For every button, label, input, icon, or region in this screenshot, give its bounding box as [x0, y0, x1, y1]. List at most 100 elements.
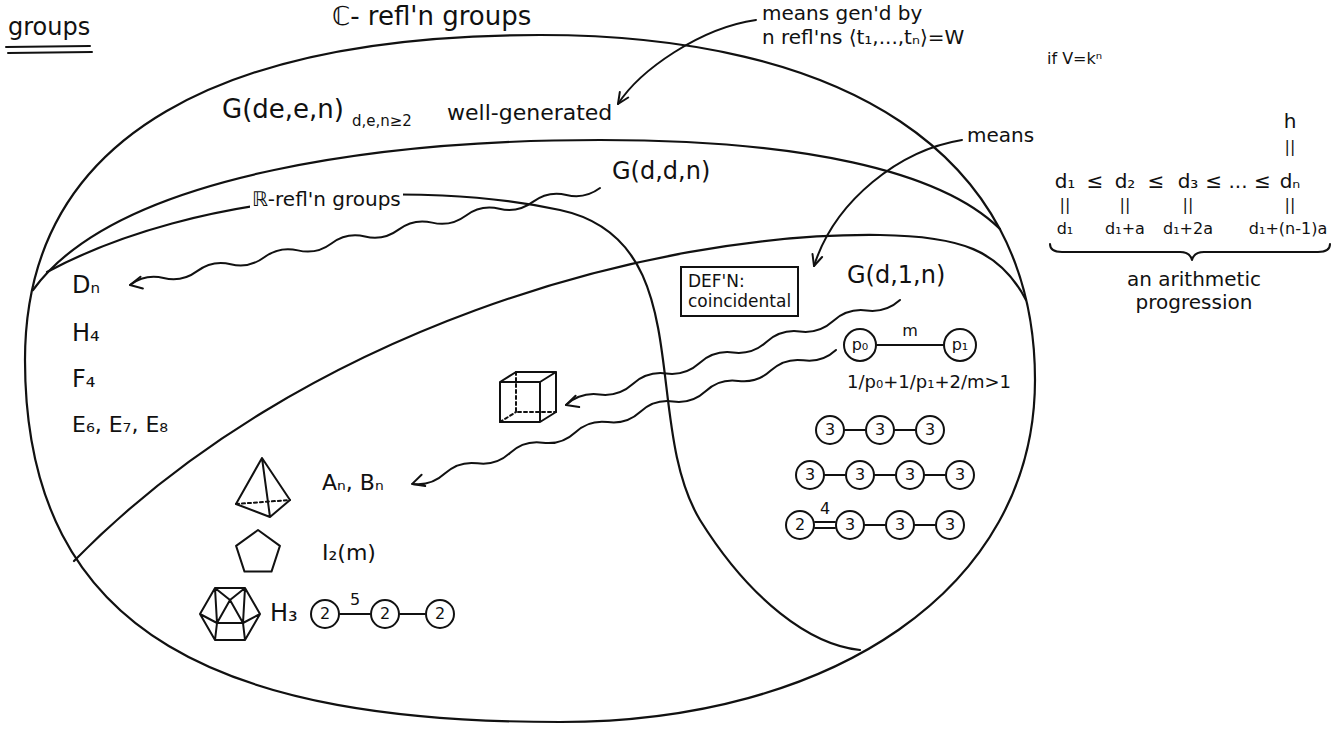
- coxeter-node: 3: [885, 510, 915, 540]
- annotation: d₁+a: [1103, 220, 1147, 238]
- coxeter-edge: [877, 344, 943, 346]
- coxeter-node: 2: [370, 599, 400, 629]
- region-item: I₂(m): [320, 540, 378, 565]
- node-label: 2: [380, 606, 390, 622]
- coxeter-edge: [825, 474, 845, 476]
- annotation: an arithmetic progression: [1097, 268, 1291, 314]
- definition-label: DEF'N: coincidental: [688, 271, 791, 312]
- node-label: 3: [825, 422, 835, 438]
- annotation: h: [1282, 110, 1299, 133]
- region-outline: [25, 95, 1035, 730]
- set-region: well-generatedG(d,d,n)ℝ-refl'n groupsDₙH…: [25, 95, 1035, 730]
- tetrahedron-figure: [236, 458, 290, 517]
- edge-label: m: [900, 322, 920, 340]
- coxeter-node: 2: [310, 599, 340, 629]
- region-outline: [40, 180, 870, 720]
- region-title: Aₙ, Bₙ: [320, 470, 386, 495]
- set-region: Aₙ, Bₙ I₂(m) H₃ 2 2 2: [190, 440, 660, 690]
- annotation: dₙ: [1278, 170, 1303, 193]
- cube-hidden-edges: [500, 372, 556, 422]
- annotation: d₂: [1113, 170, 1138, 193]
- annotation: ≤: [1146, 170, 1167, 193]
- annotation: ||: [1181, 196, 1196, 214]
- node-label: 3: [905, 467, 915, 483]
- coxeter-node: 3: [915, 415, 945, 445]
- region-item: d,e,n≥2: [350, 113, 414, 130]
- region-item: H₃: [268, 600, 300, 628]
- node-label: 2: [435, 606, 445, 622]
- coxeter-node: 2: [785, 510, 815, 540]
- tetrahedron-edges: [236, 458, 290, 517]
- node-label: 3: [855, 467, 865, 483]
- annotation: n refl'ns ⟨t₁,...,tₙ⟩=W: [760, 26, 966, 49]
- arrow-head: [130, 277, 143, 289]
- region-item: E₆, E₇, E₈: [70, 412, 170, 437]
- coxeter-node: 3: [895, 460, 925, 490]
- coxeter-node: p₁: [943, 328, 977, 362]
- arrow-head: [566, 396, 579, 407]
- edge-label: 4: [818, 500, 832, 518]
- annotation: ||: [1283, 196, 1298, 214]
- region-curve: [33, 140, 1000, 290]
- node-label: 2: [320, 606, 330, 622]
- coxeter-node: p₀: [843, 328, 877, 362]
- definition-box: DEF'N: coincidental: [680, 266, 799, 317]
- region-title: G(d,1,n): [845, 262, 947, 290]
- node-label: 3: [895, 517, 905, 533]
- region-title: well-generated: [445, 100, 614, 125]
- coxeter-edge: [815, 522, 835, 528]
- coxeter-edge: [340, 613, 370, 615]
- set-region: ℝ-refl'n groupsDₙH₄F₄E₆, E₇, E₈: [40, 180, 870, 720]
- region-outline: [60, 220, 1035, 720]
- cube-figure: [500, 372, 556, 422]
- coxeter-node: 3: [815, 415, 845, 445]
- node-label: 3: [845, 517, 855, 533]
- region-curve: [25, 35, 1035, 722]
- double-underline: [6, 46, 92, 53]
- region-item: F₄: [70, 366, 97, 394]
- region-item: Dₙ: [70, 272, 102, 300]
- node-label: p₁: [952, 337, 969, 353]
- node-label: 3: [805, 467, 815, 483]
- cube-edges: [500, 372, 556, 422]
- coxeter-node: 2: [425, 599, 455, 629]
- coxeter-node: 3: [945, 460, 975, 490]
- annotation: ≤ ... ≤: [1203, 170, 1272, 193]
- tetrahedron-hidden-edge: [236, 500, 290, 504]
- annotation: ||: [1283, 138, 1298, 156]
- annotation: if V=kⁿ: [1045, 50, 1104, 68]
- pentagon-figure: [236, 530, 280, 572]
- region-curve: [74, 235, 1026, 561]
- coxeter-node: 3: [835, 510, 865, 540]
- region-item: 1/p₀+1/p₁+2/m>1: [845, 372, 1013, 393]
- arrow-head: [813, 254, 823, 266]
- annotation: d₁: [1055, 220, 1076, 238]
- region-title: ℝ-refl'n groups: [250, 188, 403, 211]
- coxeter-edge: [925, 474, 945, 476]
- squiggle-arrow: [130, 188, 600, 285]
- node-label: 3: [875, 422, 885, 438]
- annotation: groups: [6, 14, 92, 42]
- coxeter-edge: [865, 524, 885, 526]
- coxeter-edge: [915, 524, 935, 526]
- coxeter-node: 3: [845, 460, 875, 490]
- coxeter-node: 3: [865, 415, 895, 445]
- node-label: 3: [945, 517, 955, 533]
- coxeter-edge: [400, 613, 425, 615]
- arrow-head: [618, 92, 628, 104]
- edge-label: 5: [348, 591, 362, 609]
- callout-arrow: [618, 20, 756, 104]
- arrow-head: [412, 475, 425, 486]
- set-region: ℂ- refl'n groupsG(de,e,n)d,e,n≥2well-gen…: [15, 0, 1045, 730]
- node-label: 3: [925, 422, 935, 438]
- annotation: d₁: [1053, 170, 1078, 193]
- coxeter-node: 3: [795, 460, 825, 490]
- annotation: means: [965, 124, 1036, 147]
- coxeter-edge: [875, 474, 895, 476]
- annotation: means gen'd by: [760, 2, 924, 25]
- node-label: 2: [795, 517, 805, 533]
- coxeter-edge: [845, 429, 865, 431]
